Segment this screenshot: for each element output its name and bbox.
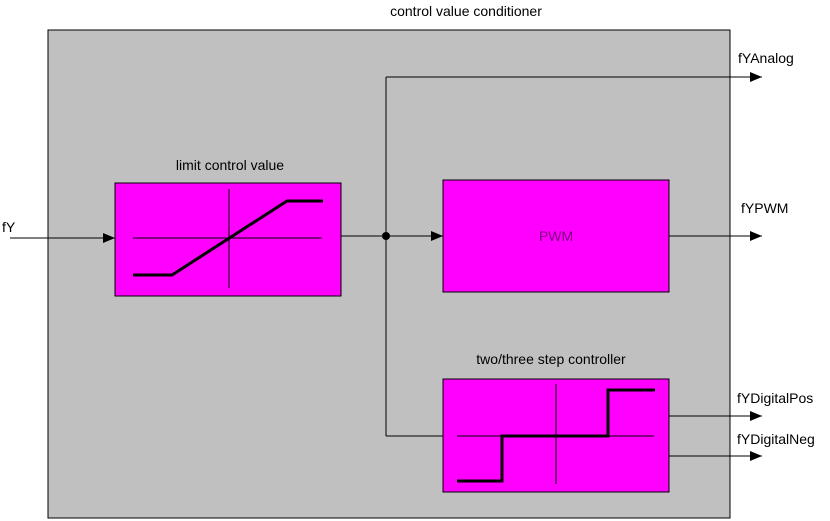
output-digital-neg-label: fYDigitalNeg [737,431,815,447]
diagram-title: control value conditioner [390,3,542,19]
limit-block-label: limit control value [176,157,284,173]
output-analog-label: fYAnalog [738,50,794,66]
pwm-block-label: PWM [539,228,573,244]
step-curve [457,388,655,483]
step-block-label: two/three step controller [476,351,626,367]
output-pwm-label: fYPWM [741,200,788,216]
input-label: fY [2,219,16,235]
output-digital-pos-label: fYDigitalPos [737,390,813,406]
limit-curve [133,199,323,277]
